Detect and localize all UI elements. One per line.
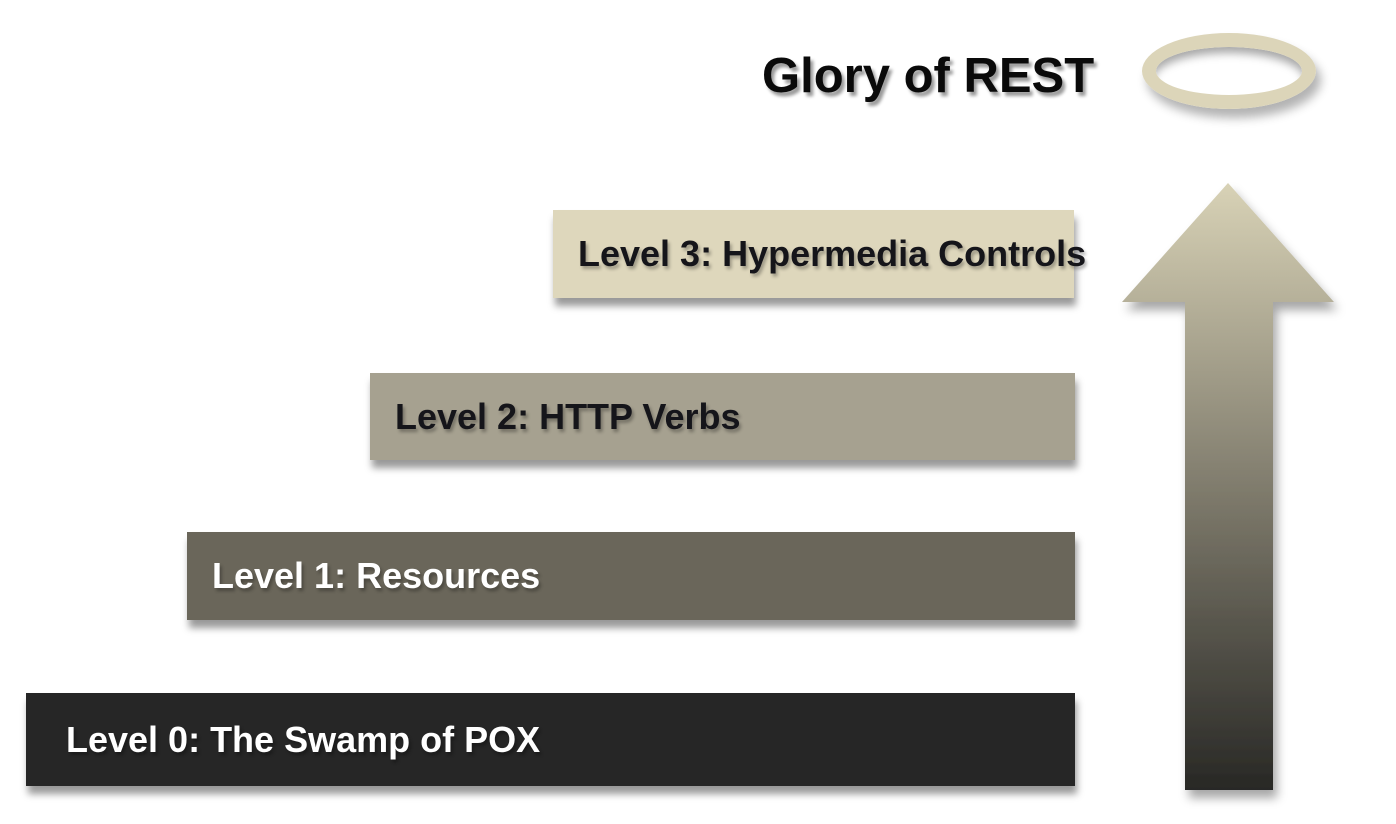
level-bar-1-label: Level 1: Resources bbox=[212, 555, 541, 596]
diagram-title: Glory of REST bbox=[762, 49, 1095, 103]
level-bar-3-label: Level 3: Hypermedia Controls bbox=[578, 233, 1087, 274]
halo-icon bbox=[1142, 33, 1316, 109]
level-bar-0-label: Level 0: The Swamp of POX bbox=[66, 718, 541, 760]
level-bar-1: Level 1: Resources bbox=[187, 532, 1075, 620]
up-arrow-icon bbox=[1122, 183, 1334, 790]
level-bar-0: Level 0: The Swamp of POX bbox=[26, 693, 1075, 786]
level-bar-3: Level 3: Hypermedia Controls bbox=[553, 210, 1086, 298]
level-bar-2-label: Level 2: HTTP Verbs bbox=[395, 395, 741, 437]
level-bar-2: Level 2: HTTP Verbs bbox=[370, 373, 1075, 460]
